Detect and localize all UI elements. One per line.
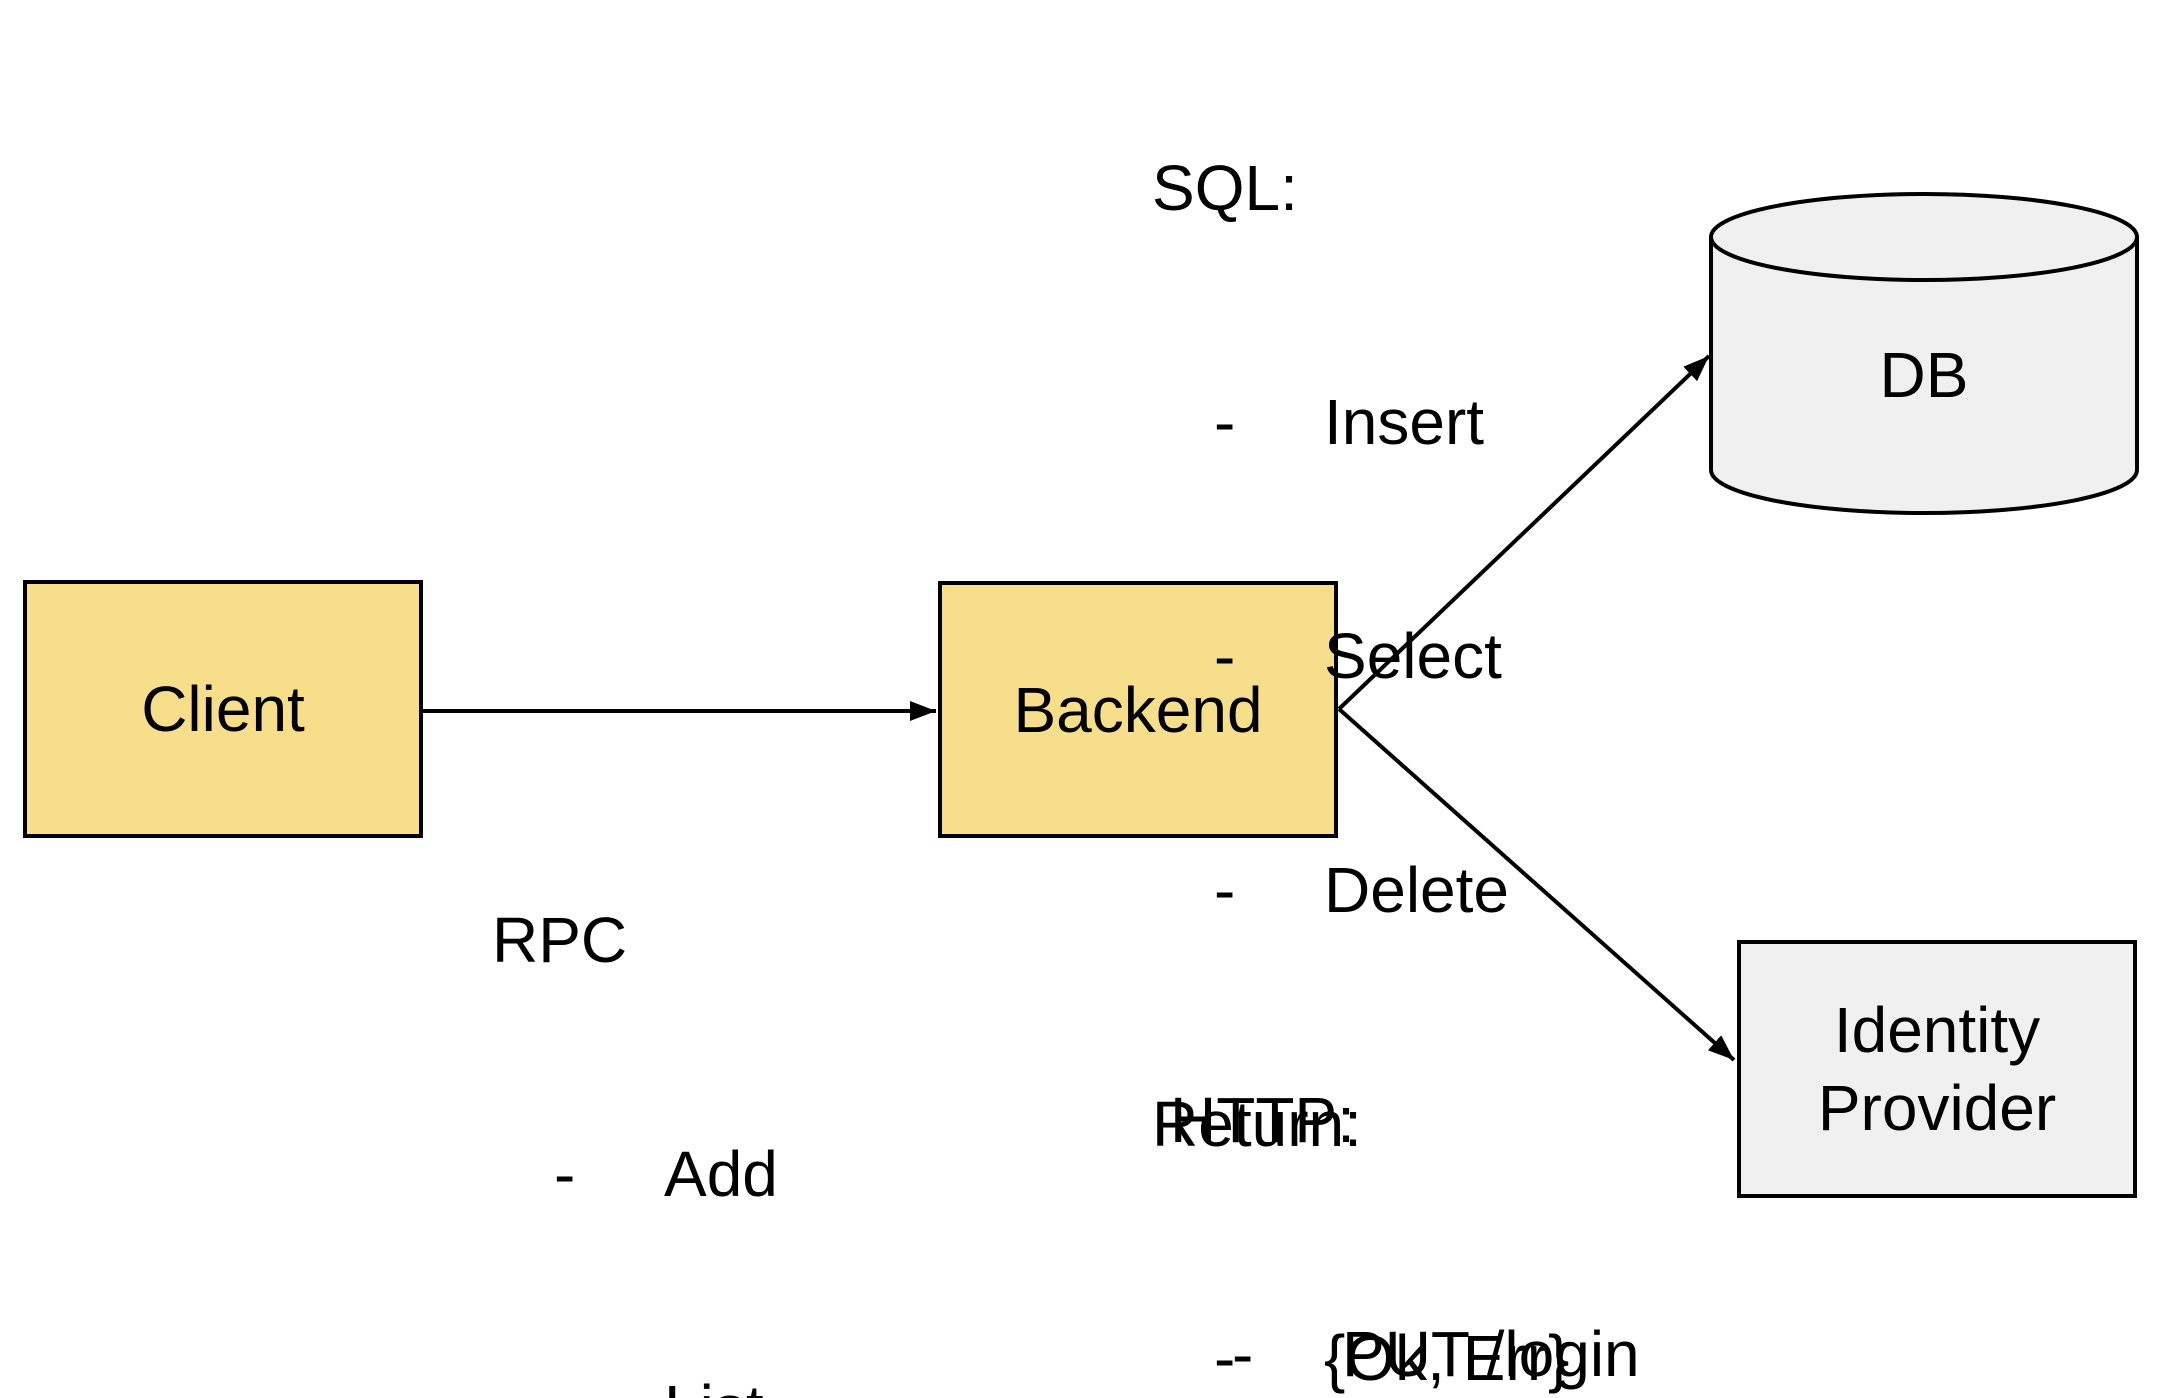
sql-item: - Insert [1152, 383, 1569, 461]
http-annotation-title: HTTP: [1170, 1084, 1355, 1156]
bullet-dash: - [1214, 1322, 1236, 1394]
db-cylinder-body [1709, 237, 2139, 515]
http-item-text: PUT /login [1342, 1318, 1640, 1390]
rpc-annotation-title: RPC [492, 904, 628, 976]
client-node: Client [23, 580, 423, 838]
db-cylinder-top [1709, 192, 2139, 282]
backend-node-label: Backend [1013, 673, 1263, 746]
bullet-dash: - [1232, 1318, 1254, 1390]
sql-item-text: Delete [1324, 854, 1509, 926]
sql-return-title: Return: [1152, 1088, 1362, 1160]
http-item: - PUT /login [1170, 1315, 1847, 1393]
bullet-dash: - [1214, 386, 1236, 458]
identity-provider-label-line2: Provider [1817, 1072, 2057, 1144]
sql-item: - Select [1152, 617, 1569, 695]
http-annotation: HTTP: -PUT /login Return codes: -200 Ok … [1170, 925, 1847, 1398]
sql-item-text: Insert [1324, 386, 1485, 458]
backend-idp-arrow [1337, 707, 1736, 1062]
db-node-label: DB [1879, 339, 1969, 411]
identity-provider-node: Identity Provider [1737, 940, 2137, 1198]
identity-provider-node-label: Identity Provider [1818, 991, 2056, 1147]
backend-node: Backend [938, 581, 1338, 838]
sql-annotation: SQL: -Insert -Select -Delete Return: -{O… [1152, 0, 1569, 1398]
sql-item: - Delete [1152, 851, 1569, 929]
bullet-dash: - [1214, 854, 1236, 926]
rpc-item: - Add [492, 1135, 890, 1213]
rpc-annotation: RPC -Add -List -Delete Return codes: -0:… [492, 745, 890, 1398]
bullet-dash: - [554, 1138, 576, 1210]
backend-db-arrow [1337, 354, 1711, 711]
bullet-dash: - [554, 1369, 664, 1398]
client-node-label: Client [141, 673, 305, 745]
sql-annotation-title: SQL: [1152, 152, 1298, 224]
rpc-item: -List [492, 1369, 890, 1398]
rpc-item-text: Add [664, 1138, 778, 1210]
sql-item-text: Select [1324, 620, 1502, 692]
bullet-dash: - [1214, 620, 1236, 692]
sql-return-item-text: {Ok, Err} [1324, 1322, 1570, 1394]
identity-provider-label-line1: Identity [1833, 994, 2041, 1066]
sql-return-item: -{Ok, Err} [1152, 1319, 1569, 1397]
rpc-item-text: List [664, 1372, 764, 1398]
